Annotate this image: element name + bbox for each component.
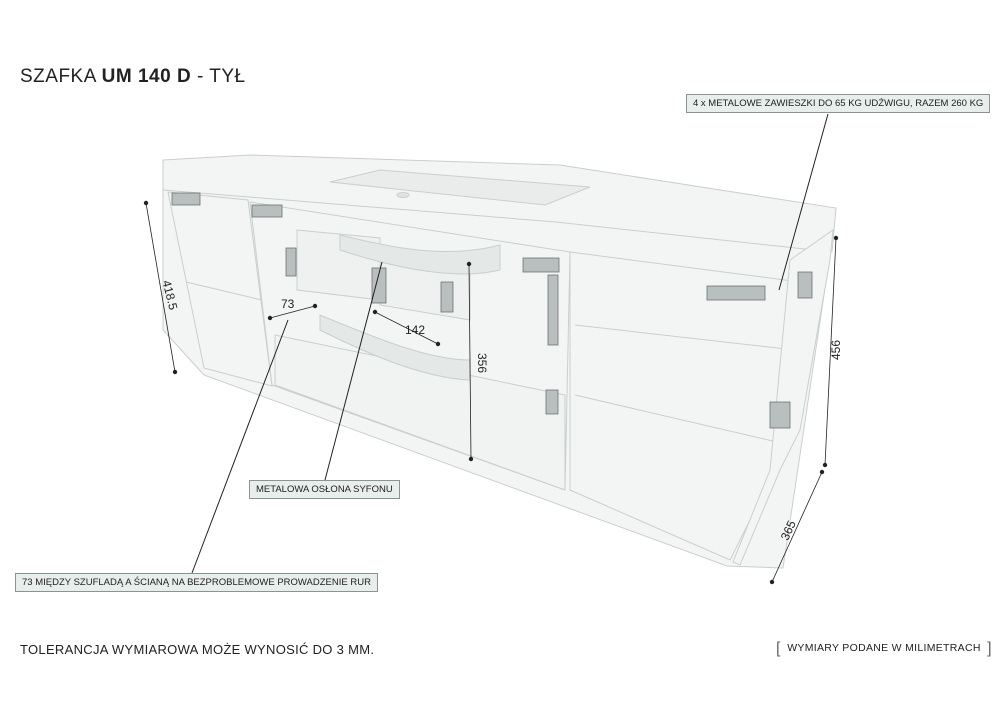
- dim-dot: [312, 303, 318, 309]
- page-title: SZAFKA UM 140 D - TYŁ: [20, 66, 246, 88]
- hanger-drawer-side: [547, 274, 559, 346]
- dim-line-gap: [269, 305, 316, 319]
- drain-hole: [396, 192, 410, 198]
- hanger-top-middle: [251, 204, 283, 218]
- leader-gap: [191, 319, 289, 574]
- bracket-open: [: [776, 640, 781, 657]
- wall-bracket: [440, 281, 454, 313]
- siphon-cover: [296, 229, 381, 301]
- drawer-slide: [371, 267, 387, 304]
- right-shelf-1: [574, 394, 791, 446]
- dim-dot: [833, 235, 839, 241]
- hangers: [171, 192, 813, 429]
- right-shelf-2: [574, 324, 796, 351]
- leader-hangers: [778, 113, 829, 291]
- dim-cover-width: 142: [405, 323, 425, 337]
- dim-gap: 73: [281, 297, 295, 311]
- callout-gap: 73 MIĘDZY SZUFLADĄ A ŚCIANĄ NA BEZPROBLE…: [15, 573, 378, 592]
- basin-underside: [339, 234, 501, 275]
- dim-dot: [822, 462, 828, 468]
- dim-dot: [769, 579, 775, 585]
- hanger-drawer-right: [522, 257, 560, 273]
- dim-dot: [143, 200, 149, 206]
- dim-line-cover-height: [468, 263, 472, 460]
- dim-dot: [468, 456, 474, 462]
- units-note: [ WYMIARY PODANE W MILIMETRACH ]: [776, 640, 992, 658]
- hanger-right-knob-lower: [769, 401, 791, 429]
- title-model: UM 140 D: [101, 66, 192, 87]
- dim-cover-height: 356: [475, 353, 489, 373]
- title-suffix: - TYŁ: [191, 66, 246, 87]
- callout-hangers: 4 x METALOWE ZAWIESZKI DO 65 KG UDŹWIGU,…: [686, 94, 991, 113]
- tolerance-note: TOLERANCJA WYMIAROWA MOŻE WYNOSIĆ DO 3 M…: [20, 642, 375, 657]
- dim-dot: [435, 341, 441, 347]
- dimension-labels: 418.5 73 142 356 456 365: [159, 279, 843, 543]
- hanger-left-drawer: [285, 247, 297, 277]
- hanger-right-knob-top: [797, 271, 813, 299]
- dim-line-left-height: [145, 202, 176, 373]
- left-compartment: [167, 191, 273, 387]
- callout-leaders: [191, 113, 829, 574]
- left-shelf: [185, 281, 263, 301]
- dim-dot: [819, 469, 825, 475]
- right-side-panel: [732, 228, 834, 566]
- dim-line-right-height: [824, 237, 837, 466]
- bracket-close: ]: [987, 640, 992, 657]
- dim-dot: [372, 309, 378, 315]
- dim-line-cover-width: [374, 311, 439, 345]
- title-prefix: SZAFKA: [20, 66, 102, 87]
- callout-siphon: METALOWA OSŁONA SYFONU: [249, 480, 400, 499]
- hanger-top-left: [171, 192, 201, 206]
- units-text: WYMIARY PODANE W MILIMETRACH: [787, 642, 981, 654]
- dim-dot: [267, 315, 273, 321]
- sink-basin: [329, 169, 591, 206]
- hanger-right-top: [706, 285, 766, 301]
- dim-line-depth: [771, 471, 823, 583]
- hanger-drawer-lower: [545, 389, 559, 415]
- leader-siphon: [324, 261, 383, 481]
- cabinet-body: [162, 154, 837, 569]
- dimension-lines: [143, 200, 839, 585]
- dim-dot: [172, 369, 178, 375]
- countertop: [162, 154, 837, 253]
- dim-dot: [466, 261, 472, 267]
- dim-right-height: 456: [829, 340, 843, 360]
